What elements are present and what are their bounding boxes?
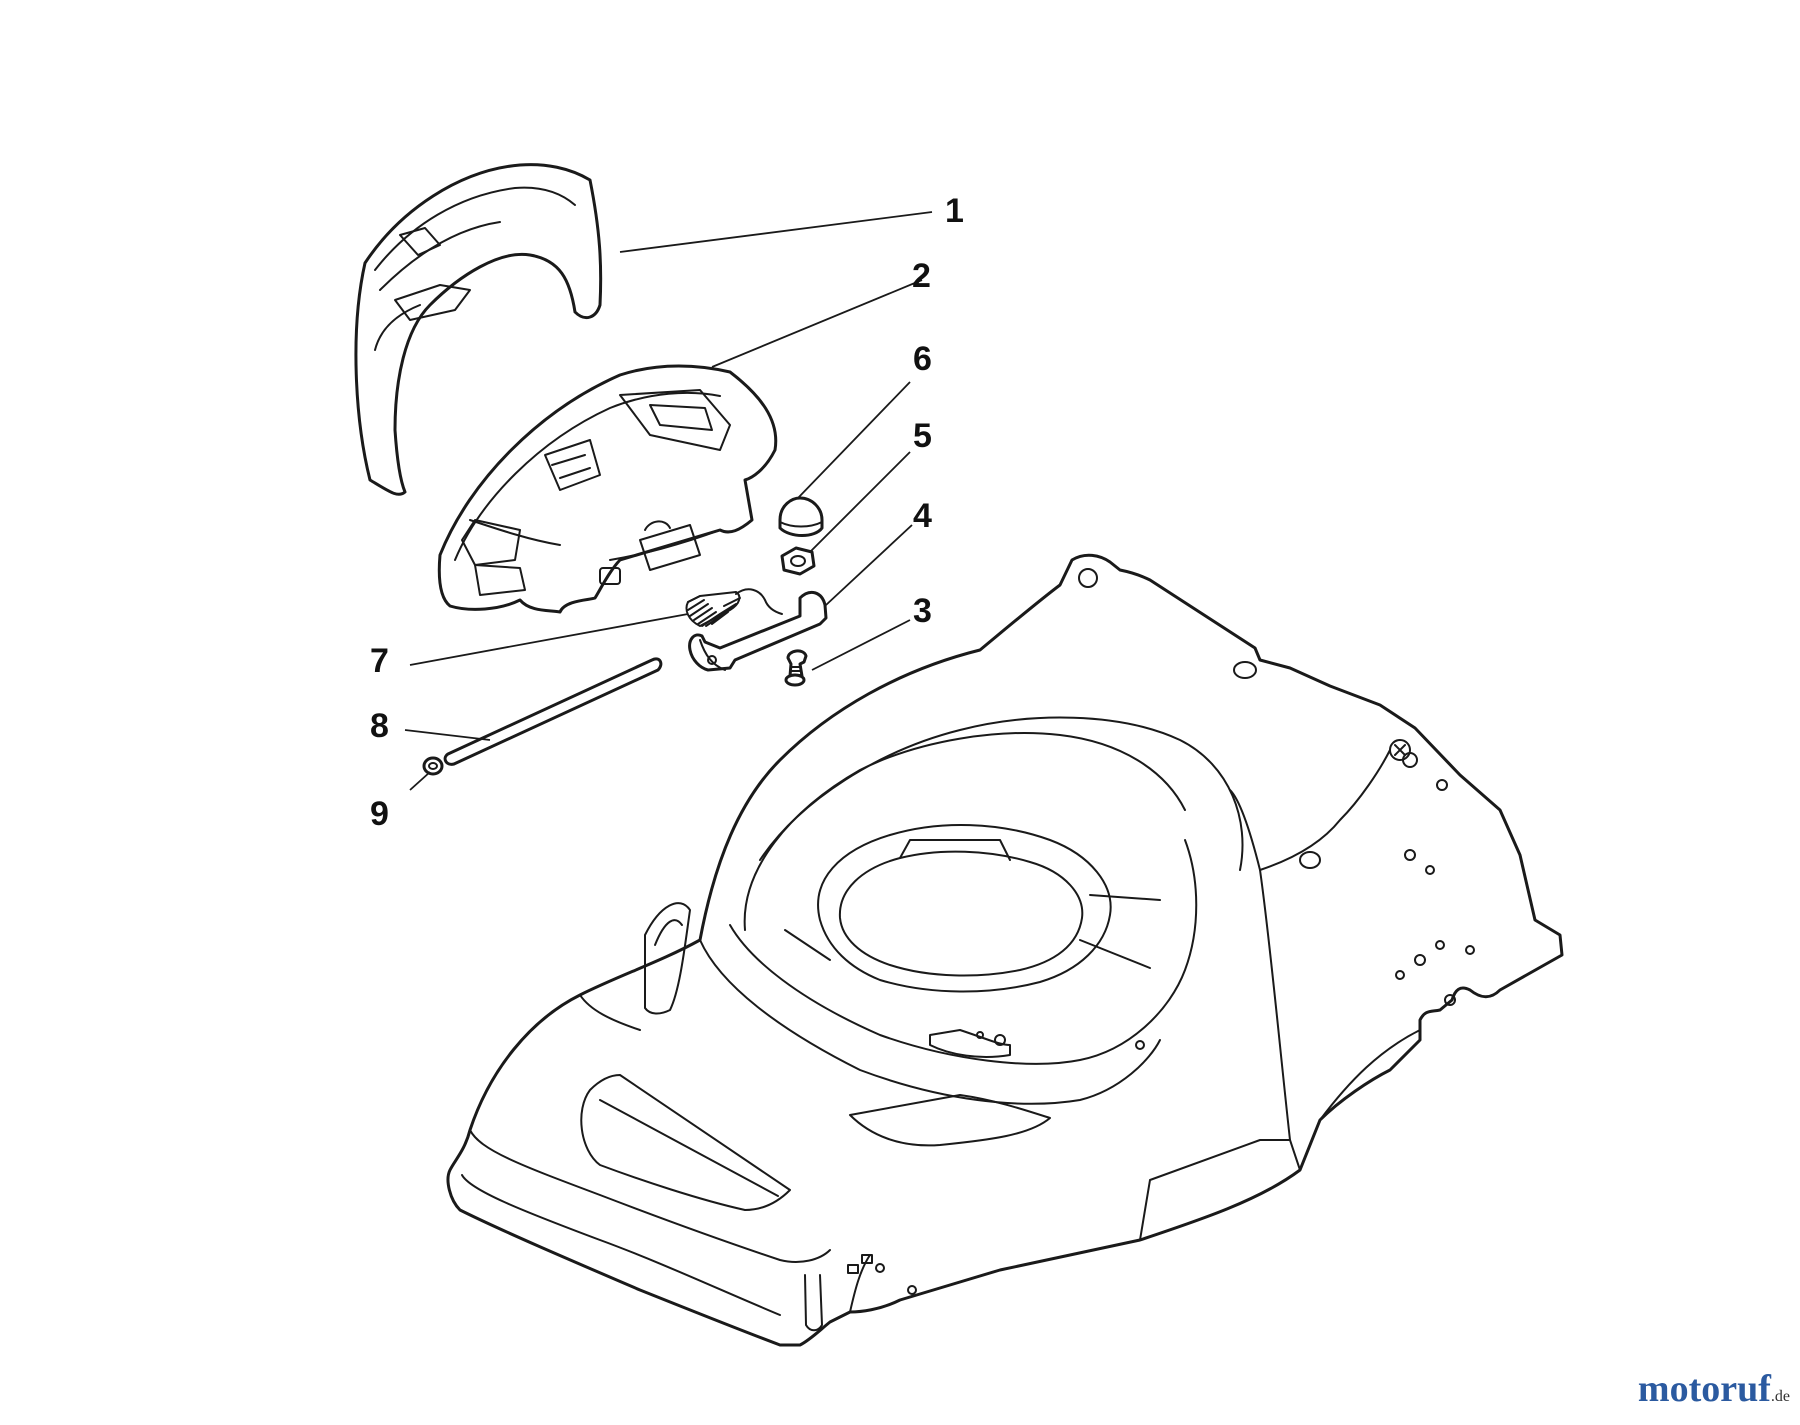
leader-2	[711, 279, 923, 368]
part-2-top-cover[interactable]	[437, 364, 778, 614]
leader-1	[619, 211, 933, 253]
mower-deck[interactable]	[446, 553, 1564, 1347]
leader-3	[811, 619, 911, 671]
callout-5: 5	[913, 417, 932, 455]
callout-9: 9	[370, 795, 389, 833]
part-1-rear-flap[interactable]	[354, 163, 603, 496]
callout-8: 8	[370, 707, 389, 745]
callout-3: 3	[913, 592, 932, 630]
part-9-washer[interactable]	[422, 756, 444, 776]
leader-6	[797, 381, 911, 499]
leader-8	[404, 729, 491, 741]
callout-6: 6	[913, 340, 932, 378]
leader-9	[409, 771, 431, 791]
leader-lines	[404, 211, 933, 791]
part-7-spring[interactable]	[685, 588, 783, 627]
callout-1: 1	[945, 192, 964, 230]
leader-4	[825, 524, 913, 606]
part-5-nut[interactable]	[780, 546, 816, 576]
callout-4: 4	[913, 497, 932, 535]
leader-7	[409, 613, 689, 666]
part-3-screw[interactable]	[784, 649, 808, 687]
leader-5	[809, 451, 911, 553]
part-8-rod[interactable]	[443, 657, 663, 766]
callout-labels: 1 2 6 5 4 3 7 8 9	[370, 192, 964, 833]
watermark-name: motoruf	[1637, 1368, 1771, 1410]
watermark-tld: .de	[1770, 1388, 1790, 1405]
watermark-logo: motoruf.de	[1638, 1367, 1790, 1411]
part-4-bracket[interactable]	[688, 590, 828, 672]
callout-2: 2	[912, 257, 931, 295]
part-6-cap-nut[interactable]	[778, 496, 824, 537]
callout-7: 7	[370, 642, 389, 680]
